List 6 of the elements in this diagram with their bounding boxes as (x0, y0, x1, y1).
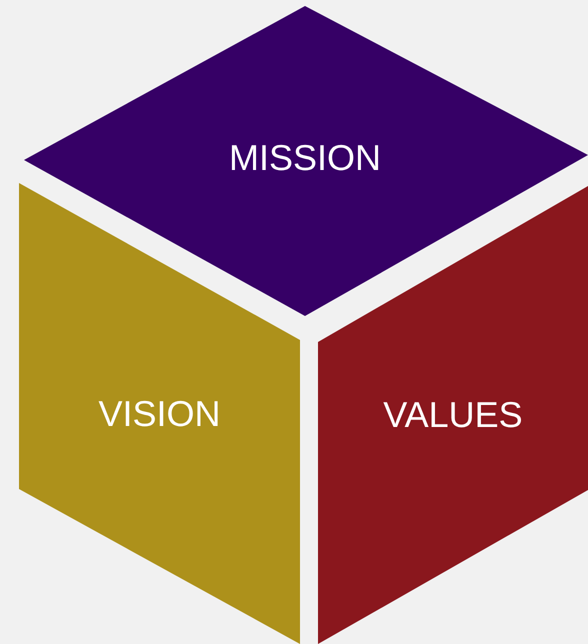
parallelogram-face (19, 183, 300, 644)
parallelogram-face (318, 186, 588, 644)
face-label: VISION (98, 392, 221, 434)
rhombus-face (22, 6, 588, 316)
face-label: MISSION (228, 137, 381, 179)
face-label: VALUES (383, 394, 523, 436)
